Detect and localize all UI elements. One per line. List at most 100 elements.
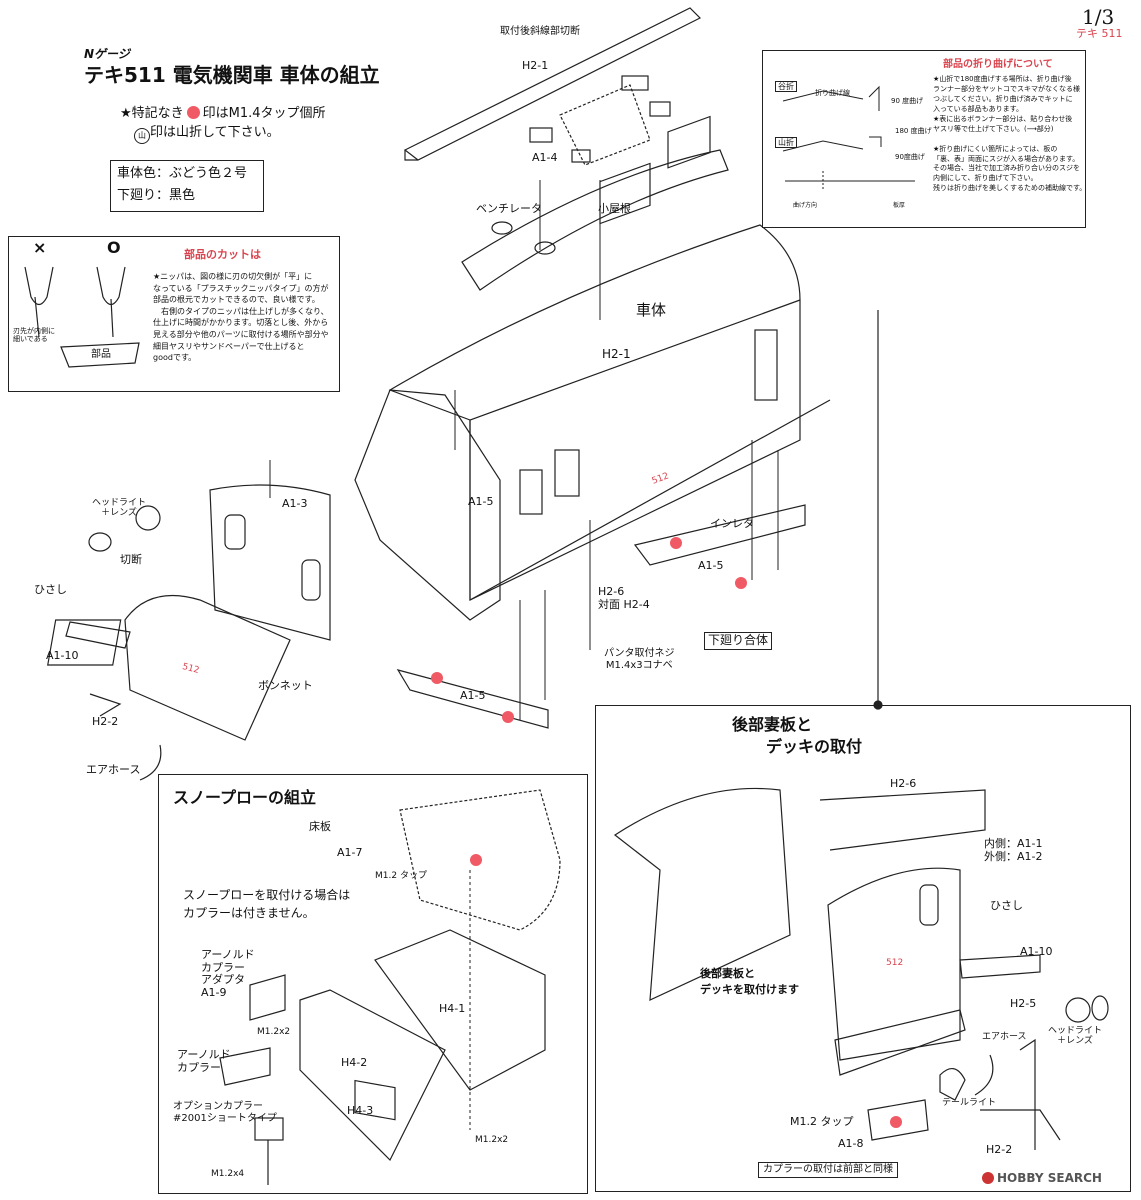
- label-a1-5-bottom: A1-5: [460, 689, 486, 702]
- label-panto-screw: パンタ取付ネジ M1.4x3コナベ: [604, 648, 675, 671]
- front-end-window-1: [224, 514, 246, 550]
- option-coupler: [254, 1117, 284, 1141]
- cab-side-left: [354, 389, 501, 621]
- body-window-2: [667, 115, 711, 169]
- tap-dot-5: [470, 854, 482, 866]
- rear-frame-h2-2: [980, 1109, 1061, 1141]
- small-roof: [461, 149, 729, 291]
- label-rear-h2-5: H2-5: [1010, 997, 1037, 1010]
- label-m12x2-b: M1.2x2: [475, 1135, 509, 1145]
- label-hisashi-left: ひさし: [34, 583, 67, 596]
- deg180-label: 180 度曲げ: [895, 127, 932, 135]
- roof-plate-top: [403, 7, 702, 161]
- label-a1-4: A1-4: [532, 151, 558, 164]
- label-a1-10-left: A1-10: [46, 649, 79, 662]
- rear-deck: [834, 1009, 966, 1076]
- part-label: 部品: [91, 349, 111, 360]
- label-rear-h2-6: H2-6: [890, 777, 917, 790]
- car-number-rear: 512: [886, 958, 904, 968]
- roof-bracket-a: [529, 127, 553, 143]
- page-number: 1/3: [1082, 5, 1115, 29]
- tap-note: ★特記なき印はM1.4タップ個所: [120, 106, 326, 122]
- snowplow-title: スノープローの組立: [173, 788, 317, 807]
- label-a1-3: A1-3: [282, 497, 308, 510]
- rear-ladder: [1019, 1038, 1036, 1150]
- car-body-outline: [388, 224, 801, 601]
- air-hose-left: [139, 744, 162, 781]
- watermark: HOBBY SEARCH: [982, 1171, 1102, 1186]
- cut-right-mark: O: [107, 238, 121, 257]
- frame-h2-6: [469, 399, 831, 601]
- label-a1-7: A1-7: [337, 846, 363, 859]
- fold-tips-text: ★山折で180度曲げする場所は、折り曲げ後 ランナー部分をヤットコでスキマがなく…: [933, 75, 1087, 193]
- cut-tips-title: 部品のカットは: [184, 248, 261, 261]
- rear-title-1: 後部妻板と: [732, 715, 813, 734]
- label-cut: 切断: [120, 553, 142, 566]
- louver-2: [519, 469, 543, 515]
- cut-wrong-mark: ×: [33, 238, 47, 257]
- body-color: 車体色：ぶどう色２号: [117, 166, 248, 181]
- bend-thickness-label: 板厚: [893, 202, 906, 209]
- watermark-logo-icon: [982, 1172, 994, 1184]
- model-code: テキ 511: [1076, 27, 1123, 40]
- label-rear-hisashi: ひさし: [990, 899, 1023, 912]
- tap-dot-legend: [186, 106, 200, 119]
- label-rear-m12-tap: M1.2 タップ: [790, 1115, 854, 1128]
- frame-h2-2-left: [89, 693, 122, 717]
- underframe-color: 下廻り：黒色: [117, 188, 196, 203]
- headlight-left: [135, 505, 161, 531]
- label-rear-h2-2: H2-2: [986, 1143, 1013, 1156]
- louver-1: [554, 449, 580, 497]
- label-underframe-combine: 下廻り合体: [704, 632, 773, 650]
- label-h2-1-roof: H2-1: [522, 59, 549, 72]
- nipper-drawing: [24, 266, 140, 368]
- label-option-coupler: オプションカプラー #2001ショートタイプ: [173, 1101, 277, 1124]
- rear-step-a1-10: [959, 954, 1041, 979]
- rear-body-outline: [613, 787, 791, 1001]
- fold-note-suffix: 印は山折して下さい。: [150, 125, 280, 140]
- label-rear-headlight: ヘッドライト ＋レンズ: [1048, 1026, 1103, 1047]
- valley-label: 谷折: [775, 81, 797, 93]
- label-air-hose-left: エアホース: [86, 763, 141, 776]
- roof-bracket-c: [621, 75, 649, 91]
- snowplow-h4-3: [299, 989, 446, 1162]
- label-m12x4: M1.2x4: [211, 1169, 245, 1179]
- label-rear-a1-8: A1-8: [838, 1137, 864, 1150]
- label-arnold-adapter: アーノルド カプラー アダプタ A1-9: [201, 948, 255, 999]
- tap-dot-6: [890, 1116, 902, 1128]
- lens-right: [1091, 995, 1109, 1021]
- fold-tips-title: 部品の折り曲げについて: [943, 59, 1053, 70]
- label-inner-outer: 内側：A1-1 外側：A1-2: [984, 837, 1043, 863]
- body-door: [754, 329, 778, 401]
- label-h2-1-body: H2-1: [602, 347, 631, 361]
- tap-dot-3: [431, 672, 443, 684]
- roof-plate-edge: [404, 150, 418, 161]
- air-hose-right: [974, 1054, 994, 1096]
- label-body: 車体: [636, 301, 667, 319]
- snowplow-h4-1: [374, 929, 546, 1091]
- label-cut-after-attach: 取付後斜線部切断: [500, 26, 580, 37]
- snowplow-note-1: スノープローを取付ける場合は: [183, 888, 351, 902]
- underframe-right: [633, 504, 806, 566]
- bend-direction-label: 曲げ方向: [793, 202, 818, 209]
- ventilator-2: [534, 241, 556, 255]
- label-m12-tap-snow: M1.2 タップ: [375, 871, 427, 881]
- roof-hatch-area: [559, 84, 651, 166]
- rear-a1-8: [867, 1099, 929, 1141]
- tail-light: [939, 1068, 966, 1101]
- cut-tips-text: ★ニッパは、図の様に刃の切欠側が「平」に なっている「プラスチックニッパタイプ」…: [153, 272, 329, 363]
- roof-bracket-d: [649, 101, 671, 117]
- label-a1-5-side: A1-5: [468, 495, 494, 508]
- step-a1-10: [65, 621, 131, 649]
- tap-dot-2: [735, 577, 747, 589]
- rear-assembly-box: 後部妻板と デッキの取付 H2-6 内側：A1-1 外側：A1-2 ひさし A1…: [595, 705, 1131, 1192]
- tap-dot-4: [502, 711, 514, 723]
- label-h4-1: H4-1: [439, 1002, 466, 1015]
- rear-end-window: [919, 884, 939, 926]
- rear-note-2: デッキを取付けます: [700, 983, 799, 996]
- color-spec-box: 車体色：ぶどう色２号 下廻り：黒色: [110, 160, 264, 212]
- snowplow-note-2: カプラーは付きません。: [183, 906, 315, 920]
- rear-note-1: 後部妻板と: [700, 967, 755, 980]
- label-bonnet: ボンネット: [258, 679, 313, 692]
